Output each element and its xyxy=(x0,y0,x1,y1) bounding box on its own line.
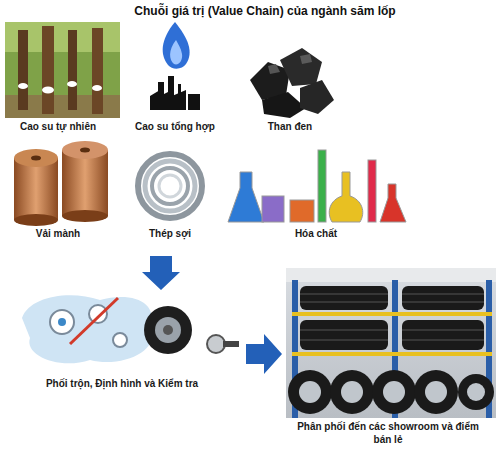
steel-wire-coil xyxy=(138,154,202,218)
item-caption: Cao su tổng hợp xyxy=(135,121,215,134)
chemical-flasks xyxy=(228,150,406,222)
down-arrow xyxy=(142,256,180,290)
item-caption: Hóa chất xyxy=(295,228,337,241)
item-caption: Vải mành xyxy=(36,228,80,241)
fabric-rolls xyxy=(14,141,108,226)
item-caption: Than đen xyxy=(268,121,312,134)
coal-lumps xyxy=(250,48,334,118)
item-caption: Thép sợi xyxy=(149,228,191,241)
item-caption: Phân phối đến các showroom và điểm bán l… xyxy=(293,421,483,446)
right-arrow xyxy=(246,334,282,374)
gas-plant xyxy=(150,22,200,110)
diagram-title: Chuỗi giá trị (Value Chain) của ngành să… xyxy=(134,4,395,19)
item-caption: Cao su tự nhiên xyxy=(20,121,96,134)
item-caption: Phối trộn, Định hình và Kiểm tra xyxy=(46,378,198,391)
mixing-illustration xyxy=(22,295,239,363)
rubber-trees xyxy=(5,22,120,118)
tyre-shelf-photo xyxy=(286,268,496,418)
